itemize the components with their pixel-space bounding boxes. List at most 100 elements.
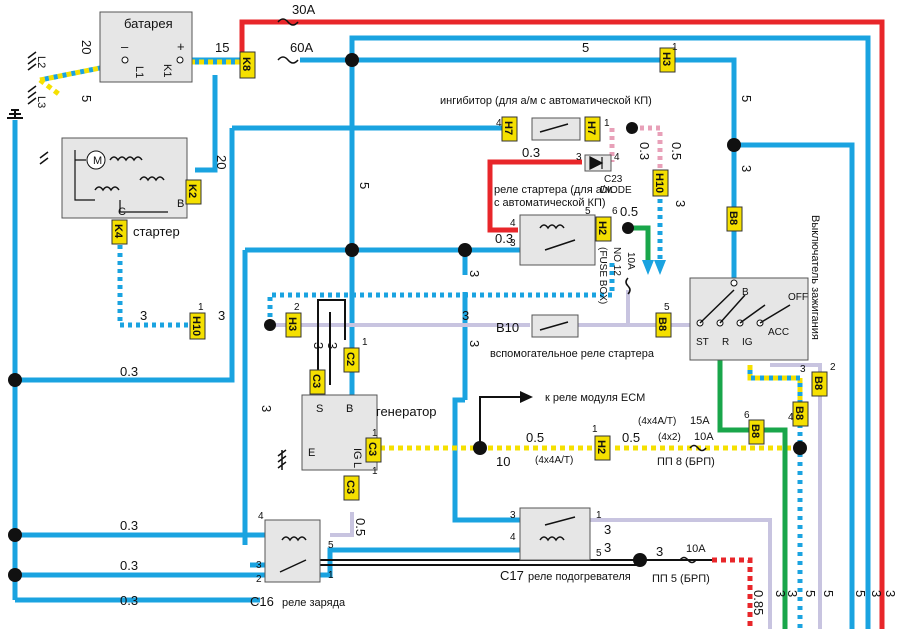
- connector-h3-top: H3: [659, 47, 676, 73]
- connector-c2: C2: [343, 347, 360, 373]
- svg-text:3: 3: [510, 510, 516, 521]
- fuse-60a: 60A: [290, 40, 313, 55]
- pink-dashed-wires: [609, 125, 663, 170]
- junction-dots: [8, 53, 807, 582]
- svg-text:3: 3: [800, 364, 806, 375]
- battery-minus: –: [121, 39, 129, 54]
- svg-text:5: 5: [803, 590, 818, 597]
- svg-text:20: 20: [79, 40, 94, 54]
- svg-text:K4: K4: [112, 224, 124, 239]
- red-wire: [239, 19, 885, 629]
- svg-text:3: 3: [467, 340, 482, 347]
- svg-text:3: 3: [673, 200, 688, 207]
- svg-text:H3: H3: [660, 52, 672, 66]
- svg-text:3: 3: [739, 165, 754, 172]
- ignition-switch: [689, 277, 809, 361]
- svg-text:3: 3: [773, 590, 788, 597]
- svg-text:H7: H7: [585, 121, 597, 135]
- svg-text:K8: K8: [240, 57, 252, 71]
- starter-relay-label-2: с автоматической КП): [494, 197, 606, 209]
- connector-h7-left: H7: [501, 116, 518, 142]
- svg-text:1: 1: [198, 302, 204, 313]
- svg-text:3: 3: [604, 522, 611, 537]
- battery-l1: L1: [133, 66, 145, 78]
- charge-relay-label: реле заряда: [282, 597, 346, 609]
- svg-text:0.3: 0.3: [120, 518, 138, 533]
- starter-b: B: [177, 198, 184, 210]
- gen-e: E: [308, 447, 315, 459]
- svg-text:H2: H2: [596, 221, 608, 235]
- dotted-blue-wires: [117, 245, 803, 445]
- ign-r: R: [722, 337, 729, 348]
- svg-text:3: 3: [140, 308, 147, 323]
- pin-numbers: 1 4 1 3 4 4 3 5 6 1 2 1 5 3 2 6 4 1 1 1 …: [198, 42, 836, 585]
- fuse-no12-icon: [625, 277, 631, 295]
- svg-text:3: 3: [510, 238, 516, 249]
- terminal-l2: L2: [35, 56, 47, 68]
- svg-text:B8: B8: [793, 406, 805, 420]
- svg-text:5: 5: [739, 95, 754, 102]
- svg-text:5: 5: [853, 590, 868, 597]
- svg-text:2: 2: [294, 302, 300, 313]
- svg-text:0.3: 0.3: [120, 593, 138, 608]
- aux-relay-label: вспомогательное реле стартера: [490, 348, 655, 360]
- svg-text:3: 3: [656, 544, 663, 559]
- svg-text:0.3: 0.3: [495, 231, 513, 246]
- connector-k8: K8: [239, 51, 256, 79]
- svg-text:4: 4: [614, 152, 620, 163]
- generator-label: генератор: [376, 404, 437, 419]
- pp8-label: ПП 8 (БРП): [657, 456, 715, 468]
- svg-text:3: 3: [883, 590, 898, 597]
- battery-plus: +: [177, 39, 185, 54]
- svg-text:0.3: 0.3: [637, 142, 652, 160]
- svg-text:5: 5: [582, 40, 589, 55]
- svg-text:4: 4: [788, 412, 794, 423]
- svg-text:15: 15: [215, 40, 229, 55]
- ground-icon-l2: [27, 51, 37, 105]
- ign-off: OFF: [788, 292, 808, 303]
- svg-text:3: 3: [785, 590, 800, 597]
- connector-b8-right: B8: [811, 371, 828, 397]
- connector-b8-ign: B8: [655, 312, 672, 338]
- svg-text:H10: H10: [653, 173, 665, 193]
- aux-starter-relay: [531, 314, 579, 338]
- b10-label: B10: [496, 320, 519, 335]
- connector-h10-top: H10: [652, 169, 669, 197]
- connector-h2-mid: H2: [594, 435, 611, 461]
- svg-text:4: 4: [258, 511, 264, 522]
- ignition-label: Выключатель зажигания: [809, 215, 821, 340]
- connector-b8-top: B8: [726, 206, 743, 232]
- fuse-box-label: (FUSE BOX): [597, 247, 608, 304]
- svg-text:2: 2: [830, 362, 836, 373]
- svg-text:C2: C2: [344, 352, 356, 366]
- fuse-10a: 10A: [694, 431, 714, 443]
- ign-acc: ACC: [768, 327, 789, 338]
- svg-text:0.5: 0.5: [669, 142, 684, 160]
- svg-text:6: 6: [612, 206, 618, 217]
- svg-text:0.5: 0.5: [620, 204, 638, 219]
- svg-text:0.5: 0.5: [526, 430, 544, 445]
- svg-text:3: 3: [462, 308, 469, 323]
- connector-h7-right: H7: [584, 116, 601, 142]
- terminal-l3: L3: [35, 96, 47, 108]
- svg-text:C3: C3: [366, 442, 378, 456]
- svg-text:H3: H3: [286, 317, 298, 331]
- svg-text:1: 1: [592, 424, 598, 435]
- charge-relay: [264, 519, 321, 583]
- connector-k4: K4: [111, 219, 128, 245]
- starter-c: C: [118, 206, 126, 218]
- svg-text:B8: B8: [727, 211, 739, 225]
- svg-text:5: 5: [664, 302, 670, 313]
- variant-4x2: (4x2): [658, 432, 681, 443]
- variant-4x4-b: (4x4A/T): [535, 455, 573, 466]
- svg-text:1: 1: [362, 337, 368, 348]
- diode-label: C23: [604, 174, 623, 185]
- svg-text:4: 4: [510, 218, 516, 229]
- svg-text:1: 1: [596, 510, 602, 521]
- c16-label: C16: [250, 594, 274, 609]
- svg-text:6: 6: [744, 410, 750, 421]
- heater-relay: [519, 507, 591, 561]
- starter-label: стартер: [133, 224, 180, 239]
